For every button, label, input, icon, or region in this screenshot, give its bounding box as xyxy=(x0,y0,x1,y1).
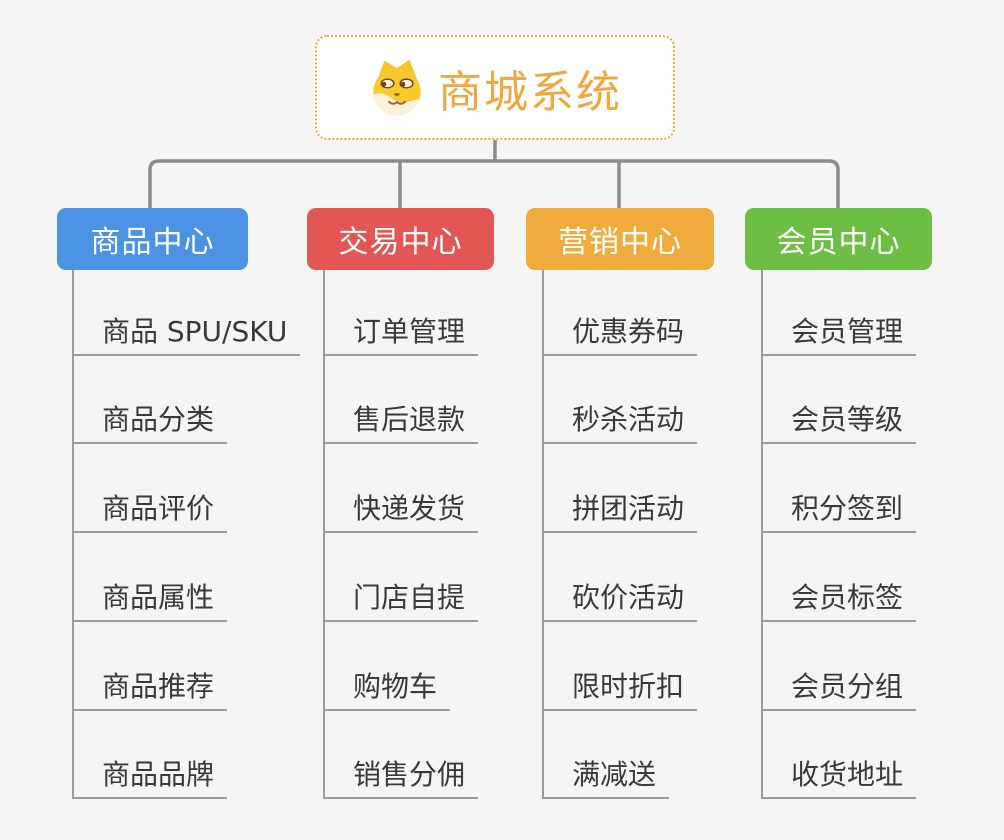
leaf-node[interactable]: 售后退款 xyxy=(323,404,479,444)
leaf-node[interactable]: 会员标签 xyxy=(761,582,917,622)
leaf-node[interactable]: 秒杀活动 xyxy=(542,404,698,444)
leaf-node[interactable]: 限时折扣 xyxy=(542,671,698,711)
leaf-node[interactable]: 销售分佣 xyxy=(323,759,479,799)
leaf-node[interactable]: 砍价活动 xyxy=(542,582,698,622)
leaf-node[interactable]: 收货地址 xyxy=(761,759,917,799)
root-node[interactable]: 商城系统 xyxy=(315,35,675,140)
leaf-node[interactable]: 会员管理 xyxy=(761,316,917,356)
leaf-node[interactable]: 商品推荐 xyxy=(72,671,228,711)
leaf-node[interactable]: 商品分类 xyxy=(72,404,228,444)
leaf-node[interactable]: 满减送 xyxy=(542,759,670,799)
branch-node-member-center[interactable]: 会员中心 xyxy=(745,208,932,270)
bus-line xyxy=(148,159,840,210)
leaf-node[interactable]: 门店自提 xyxy=(323,582,479,622)
leaf-node[interactable]: 商品 SPU/SKU xyxy=(72,316,301,356)
leaf-node[interactable]: 商品品牌 xyxy=(72,759,228,799)
branch-node-product-center[interactable]: 商品中心 xyxy=(57,208,248,270)
leaf-node[interactable]: 购物车 xyxy=(323,671,451,711)
leaf-node[interactable]: 会员分组 xyxy=(761,671,917,711)
branch-node-marketing-center[interactable]: 营销中心 xyxy=(526,208,714,270)
dog-face-icon xyxy=(373,59,421,115)
root-title: 商城系统 xyxy=(438,66,622,118)
branch-node-trade-center[interactable]: 交易中心 xyxy=(307,208,494,270)
leaf-node[interactable]: 拼团活动 xyxy=(542,493,698,533)
leaf-node[interactable]: 快递发货 xyxy=(323,493,479,533)
leaf-node[interactable]: 商品属性 xyxy=(72,582,228,622)
leaf-node[interactable]: 商品评价 xyxy=(72,493,228,533)
leaf-node[interactable]: 优惠券码 xyxy=(542,316,698,356)
leaf-node[interactable]: 积分签到 xyxy=(761,493,917,533)
leaf-node[interactable]: 订单管理 xyxy=(323,316,479,356)
leaf-node[interactable]: 会员等级 xyxy=(761,404,917,444)
